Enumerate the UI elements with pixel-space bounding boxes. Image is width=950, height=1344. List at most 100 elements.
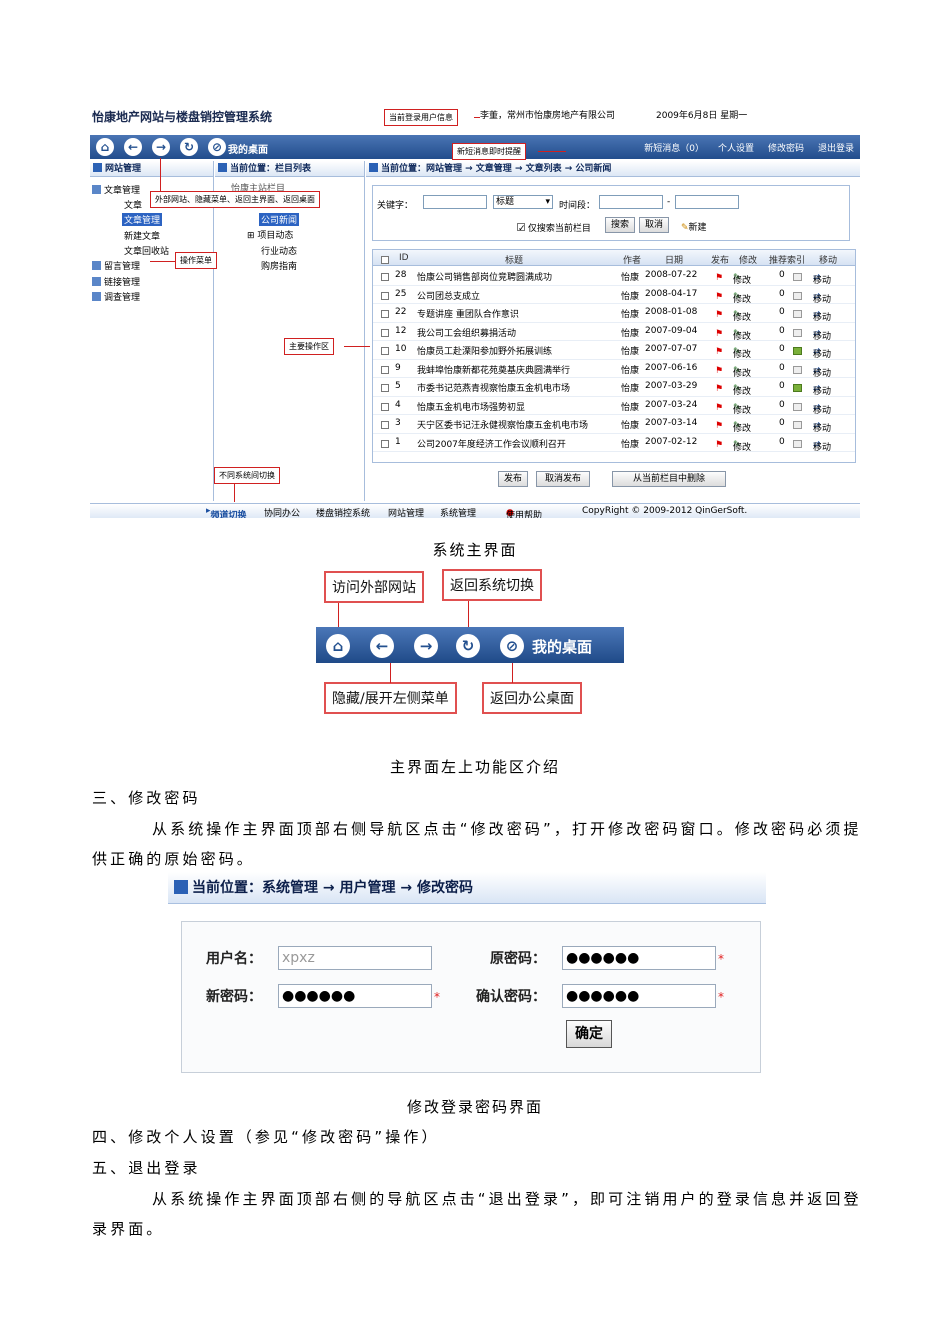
section-3-title: 三、修改密码 — [92, 789, 201, 807]
pencil-icon: ✎ — [733, 291, 741, 302]
row-rank: 0 — [779, 325, 785, 336]
row-rank: 0 — [779, 418, 785, 428]
menu-article[interactable]: 文章 — [124, 201, 143, 211]
period-end-input[interactable] — [675, 195, 739, 209]
menu-guestbook[interactable]: 留言管理 — [92, 259, 140, 272]
menu-article-manage[interactable]: 文章管理 — [122, 213, 163, 226]
row-title[interactable]: 怡康公司销售部岗位竞聘圆满成功 — [417, 273, 553, 283]
pencil-icon: ✎ — [733, 365, 741, 376]
menu-links[interactable]: 链接管理 — [92, 275, 140, 288]
back-icon[interactable]: ← — [370, 634, 394, 658]
switch-website[interactable]: 网站管理 — [388, 509, 425, 518]
help-icon: ● — [506, 508, 514, 518]
row-author: 怡康 — [621, 291, 640, 302]
refresh-icon[interactable]: ↻ — [180, 138, 198, 156]
callout-arrow — [150, 261, 175, 262]
row-date: 2007-07-07 — [645, 344, 698, 354]
row-title[interactable]: 专题讲座 重团队合作意识 — [417, 310, 519, 320]
row-author: 怡康 — [621, 421, 640, 431]
desktop-icon[interactable]: ⊘ — [208, 138, 226, 156]
callout-work-area: 主要操作区 — [284, 338, 334, 355]
required-mark: * — [718, 990, 724, 1004]
logout-link[interactable]: 退出登录 — [817, 144, 854, 154]
move-icon: ⇄ — [813, 421, 821, 431]
unpublish-button[interactable]: 取消发布 — [536, 471, 590, 487]
field-select[interactable]: 标题▾ — [493, 195, 553, 209]
switch-system[interactable]: 系统管理 — [440, 509, 477, 518]
row-title[interactable]: 怡康员工赴溧阳参加野外拓展训练 — [417, 347, 553, 357]
personal-settings-link[interactable]: 个人设置 — [717, 144, 754, 154]
switch-sales[interactable]: 楼盘销控系统 — [316, 509, 371, 518]
keyword-input[interactable] — [423, 195, 487, 209]
callout-message: 新短消息即时提醒 — [452, 143, 526, 160]
desktop-icon[interactable]: ⊘ — [500, 634, 524, 658]
switch-oa[interactable]: 协同办公 — [264, 509, 301, 518]
column-root[interactable]: 怡康主站栏目 — [231, 184, 286, 194]
row-author: 怡康 — [621, 347, 640, 357]
row-title[interactable]: 市委书记范燕青视察怡康五金机电市场 — [417, 384, 571, 394]
row-title[interactable]: 我蚌埠怡康新都花苑奠基庆典圆满举行 — [417, 365, 571, 376]
row-title[interactable]: 公司2007年度经济工作会议顺利召开 — [417, 439, 566, 450]
messages-link[interactable]: 新短消息（0） — [644, 144, 704, 154]
row-rank: 0 — [779, 399, 785, 410]
row-date: 2007-09-04 — [645, 325, 698, 336]
row-rank: 0 — [779, 270, 785, 280]
row-rank: 0 — [779, 307, 785, 317]
refresh-icon[interactable]: ↻ — [456, 634, 480, 658]
old-password-field[interactable]: ●●●●●● — [562, 946, 716, 970]
period-start-input[interactable] — [599, 195, 663, 209]
back-icon[interactable]: ← — [124, 138, 142, 156]
column-company-news[interactable]: 公司新闻 — [259, 213, 300, 226]
row-title[interactable]: 天宁区委书记汪永健视察怡康五金机电市场 — [417, 421, 589, 431]
my-desktop-label[interactable]: 我的桌面 — [532, 638, 593, 656]
my-desktop-link[interactable]: 我的桌面 — [228, 145, 268, 156]
new-article-button[interactable]: ✎新建 — [681, 223, 707, 233]
row-title[interactable]: 怡康五金机电市场强势初显 — [417, 402, 526, 413]
callout-arrow — [538, 151, 566, 152]
row-title[interactable]: 公司团总支成立 — [417, 291, 481, 302]
search-panel: 关键字： 标题▾ 时间段： - ✓ 仅搜索当前栏目 搜索 取消 ✎新建 — [372, 185, 850, 241]
column-project-news[interactable]: ⊞ 项目动态 — [247, 231, 294, 241]
username-field[interactable]: xpxz — [278, 946, 432, 970]
forward-icon[interactable]: → — [414, 634, 438, 658]
column-buying-guide[interactable]: 购房指南 — [261, 262, 298, 272]
remove-from-column-button[interactable]: 从当前栏目中删除 — [612, 471, 726, 487]
row-title[interactable]: 我公司工会组织募捐活动 — [417, 328, 517, 339]
menu-article-recycle[interactable]: 文章回收站 — [124, 247, 170, 257]
row-author: 怡康 — [621, 439, 640, 450]
new-icon: ✎ — [681, 223, 689, 233]
menu-article-mgmt[interactable]: 文章管理 — [92, 183, 140, 196]
menu-survey[interactable]: 调查管理 — [92, 290, 140, 303]
home-icon[interactable]: ⌂ — [326, 634, 350, 658]
confirm-button[interactable]: 确定 — [566, 1020, 612, 1048]
row-author: 怡康 — [621, 273, 640, 283]
period-label: 时间段： — [559, 201, 596, 211]
change-password-figure: 当前位置：系统管理 → 用户管理 → 修改密码 用户名： xpxz 原密码： ●… — [168, 872, 766, 1074]
callout-external-site: 访问外部网站 — [324, 571, 424, 603]
change-password-link[interactable]: 修改密码 — [767, 144, 804, 154]
forward-icon[interactable]: → — [152, 138, 170, 156]
cancel-button[interactable]: 取消 — [639, 217, 669, 233]
column-industry-news[interactable]: 行业动态 — [261, 247, 298, 257]
move-icon: ⇄ — [813, 347, 821, 357]
only-current-checkbox[interactable]: ✓ 仅搜索当前栏目 — [517, 223, 591, 234]
required-mark: * — [718, 952, 724, 966]
new-password-field[interactable]: ●●●●●● — [278, 984, 432, 1008]
row-id: 22 — [395, 307, 407, 317]
row-rank: 0 — [779, 436, 785, 447]
confirm-password-field[interactable]: ●●●●●● — [562, 984, 716, 1008]
search-button[interactable]: 搜索 — [605, 217, 635, 233]
publish-button[interactable]: 发布 — [498, 471, 528, 487]
home-icon[interactable]: ⌂ — [96, 138, 114, 156]
menu-new-article[interactable]: 新建文章 — [124, 232, 161, 242]
